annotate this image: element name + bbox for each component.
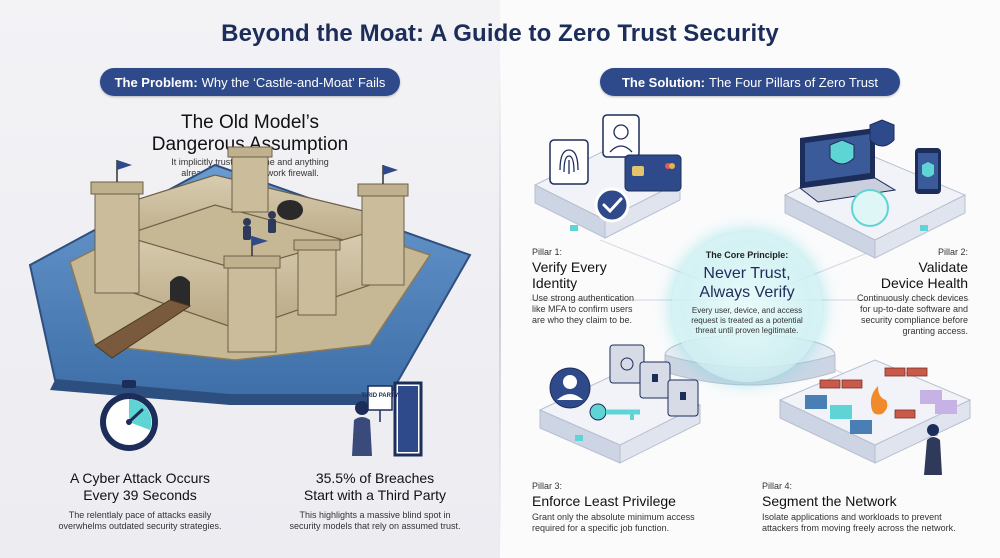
wall-breach [277,200,303,220]
castle-tower-back [227,146,273,213]
castle-tower-right [357,165,409,286]
stat2-title-line2: Start with a Third Party [303,487,447,503]
pillar3-body-line1: Grant only the absolute minimum access [532,512,695,522]
stat1-body-line1: The relentlaly pace of attacks easily [68,510,212,520]
pillar2-title-line1: Validate [918,259,968,275]
core-title-line2: Always Verify [699,284,795,301]
pillar1-title-line1: Verify Every [532,259,607,275]
stopwatch-icon [100,380,158,451]
stat2-body-line2: security models that rely on assumed tru… [289,521,461,531]
face-id-icon [602,114,640,158]
pillar2-body-line3: security compliance before [860,315,968,325]
phone-icon [915,148,941,194]
checkmark-icon [594,187,630,223]
core-title-line1: Never Trust, [703,265,791,282]
castle-illustration [28,146,472,405]
key-icon [589,403,640,421]
firewall-icon [819,367,928,419]
pillar4-label: Pillar 4: [762,481,793,491]
castle-tower-front [223,236,281,353]
old-model-heading: The Old Model’s Dangerous Assumption [100,112,400,156]
pillar4-body: Isolate applications and workloads to pr… [762,512,992,534]
center-divider [499,60,501,550]
pillar2-title-line2: Device Health [880,275,968,291]
pillar3-body-line2: required for a specific job function. [532,523,670,533]
pillar1-label: Pillar 1: [532,247,563,257]
stat2-title: 35.5% of Breaches Start with a Third Par… [275,470,475,504]
problem-pill: The Problem: Why the ‘Castle-and-Moat’ F… [100,68,400,96]
fire-icon [870,386,888,415]
solution-pill: The Solution: The Four Pillars of Zero T… [600,68,900,96]
user-icon [549,367,591,409]
fingerprint-icon [549,139,589,185]
pillar3-body: Grant only the absolute minimum access r… [532,512,732,534]
intruder-figures [243,211,276,240]
third-party-figure-icon: TIRID PARTY [352,381,423,457]
old-model-heading-line2: Dangerous Assumption [151,134,349,155]
pillar3-title: Enforce Least Privilege [532,493,676,509]
old-model-heading-line1: The Old Model’s [181,112,319,133]
intruder-figure-icon [924,424,942,475]
pillar2-body: Continuously check devices for up-to-dat… [828,293,968,337]
stat1-body-line2: overwhelms outdated security strategies. [58,521,222,531]
castle-tower-mid [293,239,341,316]
pillar1-title: Verify Every Identity [532,259,672,291]
core-body-line3: threat until proven legitimate. [695,326,799,335]
scanner-lens [851,189,889,227]
pillar4-title: Segment the Network [762,493,897,509]
pillar2-body-line2: for up-to-date software and [859,304,968,314]
solution-pill-bold: The Solution: [621,74,705,90]
core-principle: The Core Principle: Never Trust, Always … [672,232,822,382]
vault-icon [609,344,699,417]
pillar1-body-line1: Use strong authentication [532,293,635,303]
stat1-title: A Cyber Attack Occurs Every 39 Seconds [40,470,240,504]
page-title: Beyond the Moat: A Guide to Zero Trust S… [221,20,779,47]
core-label: The Core Principle: [705,250,789,260]
pillar1-body-line3: are who they claim to be. [532,315,633,325]
problem-pill-text: Why the ‘Castle-and-Moat’ Fails [201,74,386,90]
pillar3-label: Pillar 3: [532,481,563,491]
stat1-title-line1: A Cyber Attack Occurs [69,470,211,486]
stat1-body: The relentlaly pace of attacks easily ov… [40,510,240,532]
pillar1-body: Use strong authentication like MFA to co… [532,293,672,326]
stat2-body-line1: This highlights a massive blind spot in [299,510,451,520]
pillar2-title: Validate Device Health [828,259,968,291]
solution-pill-text: The Four Pillars of Zero Trust [708,74,879,90]
castle-tower-left [90,160,144,294]
pillar1-body-line2: like MFA to confirm users [532,304,633,314]
core-body-line1: Every user, device, and access [691,306,803,315]
third-party-sign: TIRID PARTY [361,393,398,399]
shield-icon [829,119,895,165]
segment-blocks [805,390,957,434]
moat-edge [50,380,390,405]
stat1-title-line2: Every 39 Seconds [83,487,197,503]
pillar2-body-line1: Continuously check devices [856,293,968,303]
core-title: Never Trust, Always Verify [672,264,822,302]
pillar4-body-line2: attackers from moving freely across the … [762,523,956,533]
pillar1-title-line2: Identity [532,275,578,291]
pillar2-body-line4: granting access. [902,326,968,336]
stat2-title-line1: 35.5% of Breaches [315,470,435,486]
pillar2-label: Pillar 2: [937,247,968,257]
problem-pill-bold: The Problem: [114,74,198,90]
credit-card-icon [624,154,682,192]
castle-gate [170,276,190,306]
core-body: Every user, device, and access request i… [687,306,807,336]
drawbridge [94,299,192,359]
core-body-line2: request is treated as a potential [691,316,803,325]
pillar4-body-line1: Isolate applications and workloads to pr… [762,512,942,522]
stat2-body: This highlights a massive blind spot in … [275,510,475,532]
